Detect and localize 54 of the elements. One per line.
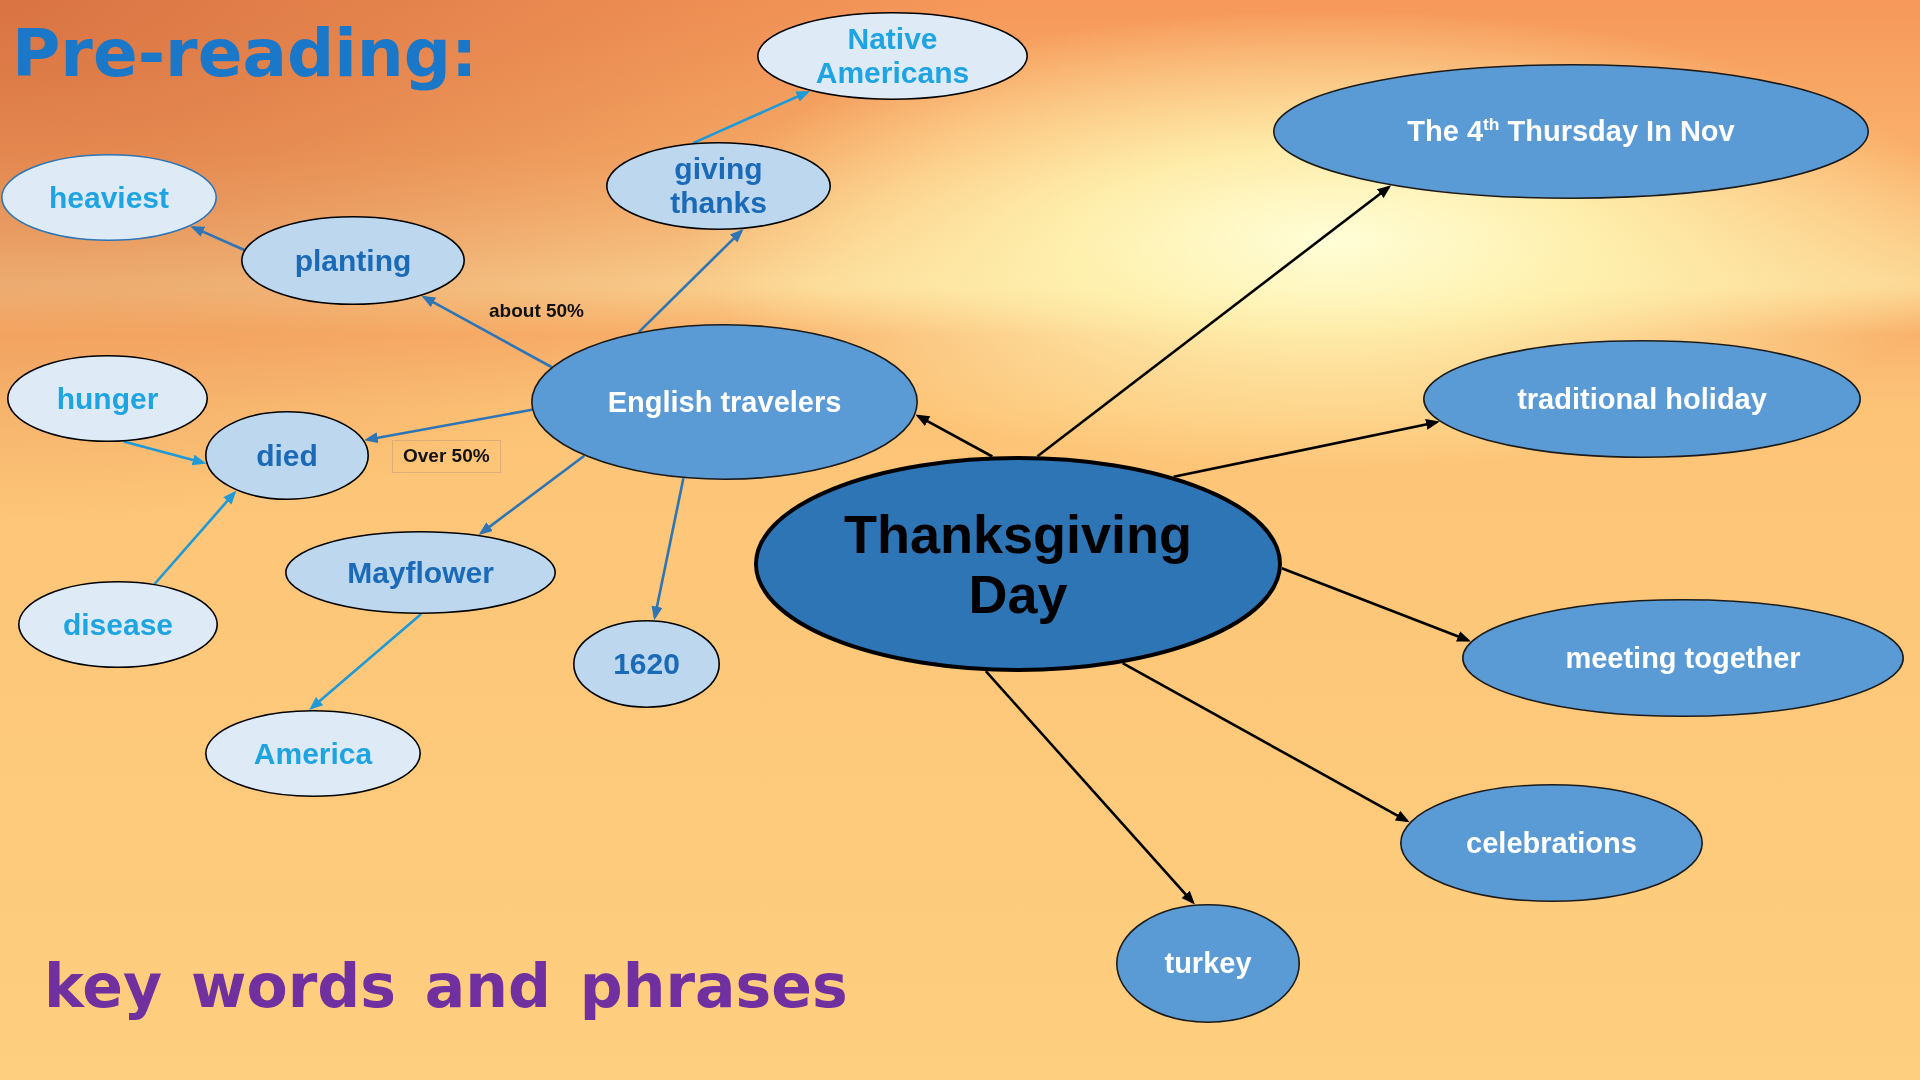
arrow <box>1121 662 1410 823</box>
topic-label: 1620 <box>613 647 680 681</box>
arrow <box>364 408 533 444</box>
topic-label: died <box>256 438 318 473</box>
topic-label: celebrations <box>1466 826 1637 860</box>
topic-ellipse <box>1273 64 1869 199</box>
topic-ellipse <box>531 324 918 480</box>
edge-label: about 50% <box>488 299 586 323</box>
topic-ellipse <box>606 142 831 230</box>
page-title: Pre-reading: <box>12 14 478 94</box>
topic-label: heaviest <box>48 180 170 215</box>
topic-ellipse <box>241 216 465 305</box>
topic-ellipse <box>1400 784 1703 902</box>
arrow <box>190 226 245 252</box>
topic-ellipse <box>205 411 369 500</box>
arrow <box>651 477 685 621</box>
topic-ellipse <box>1423 340 1861 458</box>
arrow <box>1173 418 1440 479</box>
topic-ellipse <box>7 355 208 442</box>
topic-ellipse <box>1 154 217 241</box>
topic-ellipse <box>1462 599 1904 717</box>
topic-label: turkey <box>1164 947 1252 980</box>
edge-label: Over 50% <box>392 440 501 473</box>
arrow <box>692 90 811 145</box>
topic-label: Mayflower <box>347 555 494 590</box>
arrow <box>1281 567 1471 642</box>
arrow <box>637 228 744 334</box>
topic-ellipse <box>285 531 556 614</box>
topic-label: hunger <box>56 381 159 416</box>
topic-label: planting <box>294 243 412 278</box>
topic-label: meeting together <box>1565 641 1801 675</box>
topic-label: traditional holiday <box>1517 382 1767 416</box>
topic-ellipse <box>205 710 421 797</box>
topic-ellipse <box>1116 904 1300 1023</box>
topic-label: Thanksgiving Day <box>842 503 1193 625</box>
topic-label: English travelers <box>607 385 842 419</box>
arrow <box>1036 185 1392 458</box>
arrow <box>153 490 237 585</box>
topic-ellipse <box>757 12 1028 100</box>
topic-label: America <box>253 736 373 771</box>
topic-label: giving thanks <box>669 152 768 220</box>
topic-label: Native Americans <box>814 22 971 90</box>
arrow <box>984 670 1195 905</box>
arrow <box>123 440 207 466</box>
arrow <box>915 414 993 458</box>
topic-ellipse <box>18 581 218 668</box>
arrow <box>309 613 423 711</box>
arrow <box>478 454 586 535</box>
topic-label: The 4$^{th}$ Thursday In Nov <box>1407 115 1735 148</box>
topic-label: disease <box>62 607 174 642</box>
arrow <box>421 295 553 369</box>
topic-ellipse <box>754 456 1282 672</box>
subtitle-text: key words and phrases <box>44 950 848 1022</box>
topic-ellipse <box>573 620 720 708</box>
